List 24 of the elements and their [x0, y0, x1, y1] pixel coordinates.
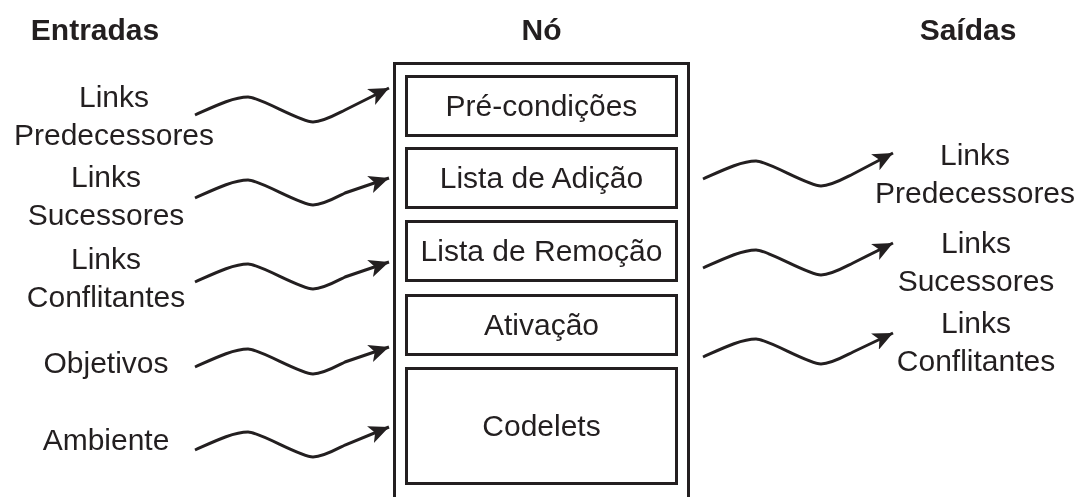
- input-label: Links Predecessores: [13, 78, 215, 154]
- wavy-arrow: [194, 425, 390, 459]
- column-heading: Entradas: [30, 12, 160, 48]
- wavy-arrow: [702, 241, 894, 277]
- column-heading: Saídas: [919, 12, 1017, 48]
- component-box: Lista de Adição: [405, 147, 678, 209]
- input-label: Ambiente: [42, 421, 170, 459]
- output-label: Links Sucessores: [897, 224, 1055, 300]
- wavy-arrow: [194, 344, 390, 376]
- wavy-arrow: [194, 175, 390, 207]
- component-box: Lista de Remoção: [405, 220, 678, 282]
- wavy-arrow: [194, 86, 390, 124]
- input-label: Links Sucessores: [27, 158, 185, 234]
- output-label: Links Conflitantes: [896, 304, 1056, 380]
- input-label: Objetivos: [43, 344, 169, 382]
- node-heading: Nó: [521, 12, 562, 48]
- wavy-arrow: [702, 151, 894, 188]
- input-label: Links Conflitantes: [26, 240, 186, 316]
- wavy-arrow: [702, 331, 894, 366]
- component-box: Codelets: [405, 367, 678, 485]
- component-box: Ativação: [405, 294, 678, 356]
- component-box: Pré-condições: [405, 75, 678, 137]
- output-label: Links Predecessores: [874, 136, 1076, 212]
- wavy-arrow: [194, 259, 390, 291]
